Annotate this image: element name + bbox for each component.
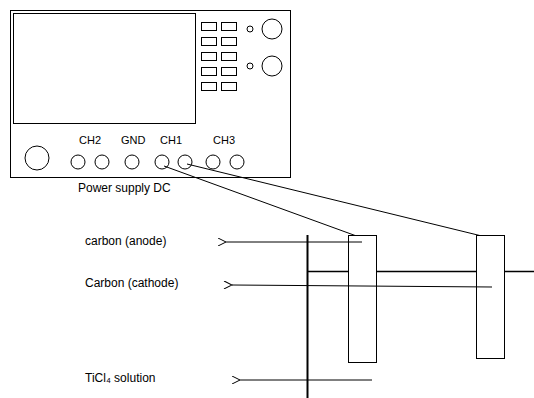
power-supply: CH2GNDCH1CH3Power supply DC <box>10 10 291 178</box>
wire <box>187 164 490 238</box>
leader-arrow <box>232 285 492 287</box>
electrode-label: Carbon (cathode) <box>85 276 178 290</box>
beaker-wall <box>307 235 309 398</box>
channel-label: CH3 <box>213 134 235 147</box>
anode-electrode <box>349 236 377 363</box>
electrode-label: carbon (anode) <box>85 234 166 248</box>
channel-label: CH2 <box>79 134 101 147</box>
panel-knobs <box>25 19 282 170</box>
terminal-label: GND <box>121 134 145 147</box>
solution-label: TiCl₄ solution <box>85 371 155 385</box>
channel-label: CH1 <box>160 134 182 147</box>
cathode-electrode <box>477 236 505 359</box>
wire <box>164 166 362 238</box>
display-screen <box>14 14 196 124</box>
panel-buttons <box>202 23 237 91</box>
leader-arrow <box>240 380 372 381</box>
power-supply-housing <box>11 11 291 178</box>
leader-arrow <box>226 242 362 243</box>
output-terminals <box>71 155 244 169</box>
device-caption: Power supply DC <box>78 181 171 195</box>
